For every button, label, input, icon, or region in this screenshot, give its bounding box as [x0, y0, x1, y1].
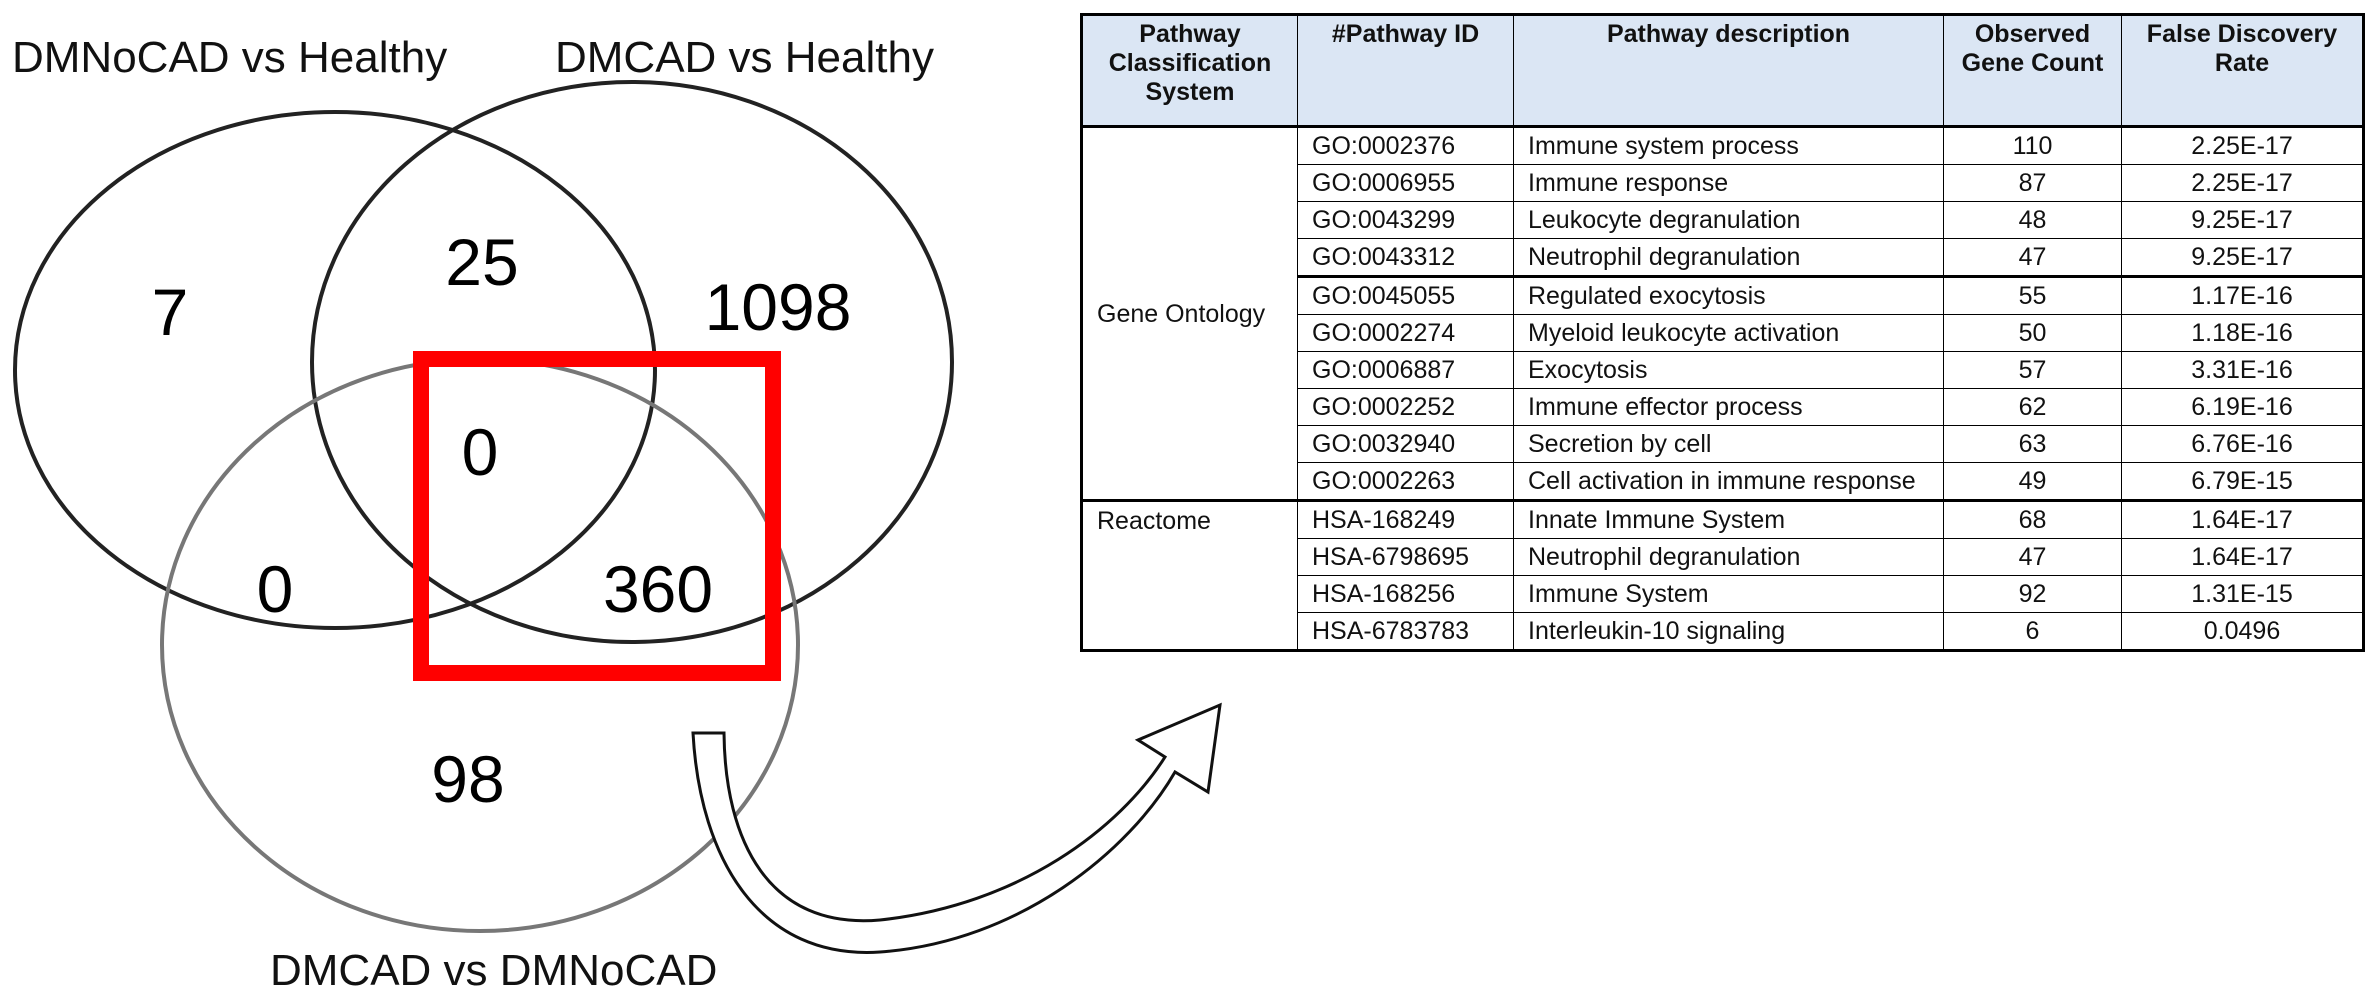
fdr-cell: 2.25E-17 [2121, 164, 2364, 202]
gene-count-cell: 6 [1943, 612, 2122, 651]
pathway-id-cell: HSA-168256 [1297, 575, 1514, 613]
pathway-id-cell: GO:0045055 [1297, 275, 1514, 315]
fdr-cell: 3.31E-16 [2121, 351, 2364, 389]
curved-arrow [691, 702, 1222, 954]
pathway-id-cell: GO:0002252 [1297, 388, 1514, 426]
gene-count-cell: 55 [1943, 275, 2122, 315]
pathway-table: Pathway Classification System #Pathway I… [1080, 13, 2365, 652]
pathway-id-cell: GO:0002376 [1297, 125, 1514, 165]
fdr-cell: 1.17E-16 [2121, 275, 2364, 315]
venn-circle-dmcad-vs-healthy [310, 80, 954, 644]
fdr-cell: 6.76E-16 [2121, 425, 2364, 463]
pathway-id-cell: GO:0043299 [1297, 201, 1514, 239]
gene-count-cell: 49 [1943, 462, 2122, 501]
header-pathway-id: #Pathway ID [1297, 14, 1514, 127]
pathway-id-cell: GO:0006955 [1297, 164, 1514, 202]
set-label-dmcad-vs-healthy: DMCAD vs Healthy [555, 33, 934, 82]
pathway-id-cell: GO:0006887 [1297, 351, 1514, 389]
pathway-description-cell: Immune response [1513, 164, 1944, 202]
table-header-row: Pathway Classification System #Pathway I… [1081, 14, 2364, 127]
pathway-id-cell: GO:0002263 [1297, 462, 1514, 501]
pathway-description-cell: Myeloid leukocyte activation [1513, 314, 1944, 352]
pathway-description-cell: Interleukin-10 signaling [1513, 612, 1944, 651]
gene-count-cell: 50 [1943, 314, 2122, 352]
region-count-all-three: 0 [462, 415, 499, 489]
pathway-description-cell: Secretion by cell [1513, 425, 1944, 463]
fdr-cell: 1.31E-15 [2121, 575, 2364, 613]
pathway-description-cell: Exocytosis [1513, 351, 1944, 389]
fdr-cell: 9.25E-17 [2121, 238, 2364, 277]
region-count-dmcad-healthy-only: 1098 [705, 270, 852, 344]
gene-count-cell: 48 [1943, 201, 2122, 239]
pathway-description-cell: Neutrophil degranulation [1513, 538, 1944, 576]
gene-count-cell: 92 [1943, 575, 2122, 613]
gene-count-cell: 68 [1943, 499, 2122, 539]
region-count-dmnocad-and-dmcad-vs-dmnocad: 0 [257, 552, 294, 626]
pathway-id-cell: HSA-6798695 [1297, 538, 1514, 576]
pathway-description-cell: Cell activation in immune response [1513, 462, 1944, 501]
header-false-discovery-rate: False Discovery Rate [2121, 14, 2364, 127]
fdr-cell: 6.19E-16 [2121, 388, 2364, 426]
pathway-id-cell: GO:0043312 [1297, 238, 1514, 277]
gene-count-cell: 110 [1943, 125, 2122, 165]
fdr-cell: 9.25E-17 [2121, 201, 2364, 239]
fdr-cell: 0.0496 [2121, 612, 2364, 651]
gene-count-cell: 47 [1943, 238, 2122, 277]
classification-system-cell: Reactome [1081, 499, 1298, 651]
pathway-id-cell: HSA-6783783 [1297, 612, 1514, 651]
pathway-description-cell: Leukocyte degranulation [1513, 201, 1944, 239]
pathway-id-cell: HSA-168249 [1297, 499, 1514, 539]
gene-count-cell: 62 [1943, 388, 2122, 426]
classification-system-cell: Gene Ontology [1081, 125, 1298, 501]
pathway-description-cell: Regulated exocytosis [1513, 275, 1944, 315]
pathway-id-cell: GO:0002274 [1297, 314, 1514, 352]
gene-count-cell: 63 [1943, 425, 2122, 463]
venn-circle-dmnocad-vs-healthy [13, 110, 657, 630]
fdr-cell: 2.25E-17 [2121, 125, 2364, 165]
region-count-dmcad-healthy-and-dmcad-vs-dmnocad: 360 [603, 552, 713, 626]
pathway-description-cell: Immune System [1513, 575, 1944, 613]
gene-count-cell: 57 [1943, 351, 2122, 389]
gene-count-cell: 87 [1943, 164, 2122, 202]
region-count-dmnocad-dmcad-healthy: 25 [445, 225, 518, 299]
set-label-dmcad-vs-dmnocad: DMCAD vs DMNoCAD [270, 946, 717, 992]
header-pathway-description: Pathway description [1513, 14, 1944, 127]
fdr-cell: 6.79E-15 [2121, 462, 2364, 501]
header-observed-gene-count: Observed Gene Count [1943, 14, 2122, 127]
highlight-box [413, 351, 781, 681]
set-label-dmnocad-vs-healthy: DMNoCAD vs Healthy [12, 33, 447, 82]
fdr-cell: 1.64E-17 [2121, 499, 2364, 539]
pathway-description-cell: Immune effector process [1513, 388, 1944, 426]
pathway-description-cell: Innate Immune System [1513, 499, 1944, 539]
pathway-description-cell: Neutrophil degranulation [1513, 238, 1944, 277]
pathway-id-cell: GO:0032940 [1297, 425, 1514, 463]
fdr-cell: 1.64E-17 [2121, 538, 2364, 576]
fdr-cell: 1.18E-16 [2121, 314, 2364, 352]
gene-count-cell: 47 [1943, 538, 2122, 576]
pathway-description-cell: Immune system process [1513, 125, 1944, 165]
header-pathway-classification-system: Pathway Classification System [1081, 14, 1298, 127]
region-count-dmnocad-only: 7 [152, 275, 189, 349]
region-count-dmcad-vs-dmnocad-only: 98 [431, 742, 504, 816]
